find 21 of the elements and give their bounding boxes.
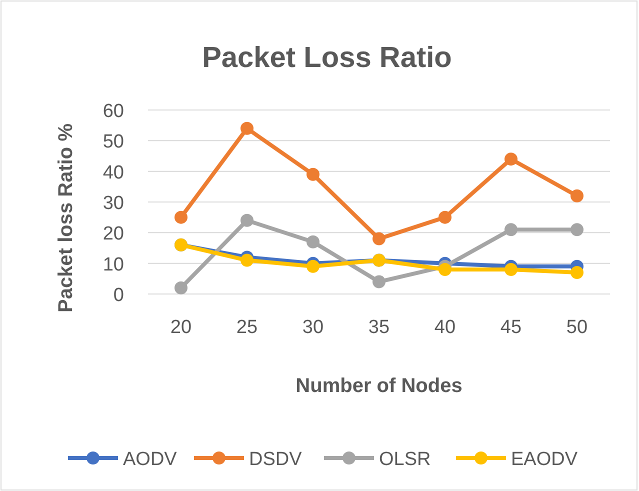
tick-label: 20 — [102, 224, 124, 245]
legend-label: AODV — [123, 449, 177, 470]
legend-label: EAODV — [511, 449, 578, 470]
tick-label: 35 — [368, 317, 390, 338]
tick-label: 25 — [236, 317, 258, 338]
tick-label: 40 — [434, 317, 456, 338]
tick-label: 20 — [170, 317, 192, 338]
tick-label: 30 — [102, 193, 124, 214]
tick-label: 45 — [500, 317, 522, 338]
tick-label: 60 — [102, 101, 124, 122]
chart-title: Packet Loss Ratio — [202, 42, 452, 74]
axis-label: Packet loss Ratio % — [55, 124, 77, 312]
tick-label: 30 — [302, 317, 324, 338]
tick-label: 10 — [102, 254, 124, 276]
legend-label: OLSR — [379, 449, 431, 470]
tick-label: 0 — [113, 285, 124, 306]
tick-label: 50 — [102, 132, 124, 153]
tick-label: 50 — [566, 317, 588, 338]
axis-label: Number of Nodes — [296, 375, 462, 397]
tick-label: 40 — [102, 162, 124, 184]
legend-label: DSDV — [249, 449, 302, 470]
